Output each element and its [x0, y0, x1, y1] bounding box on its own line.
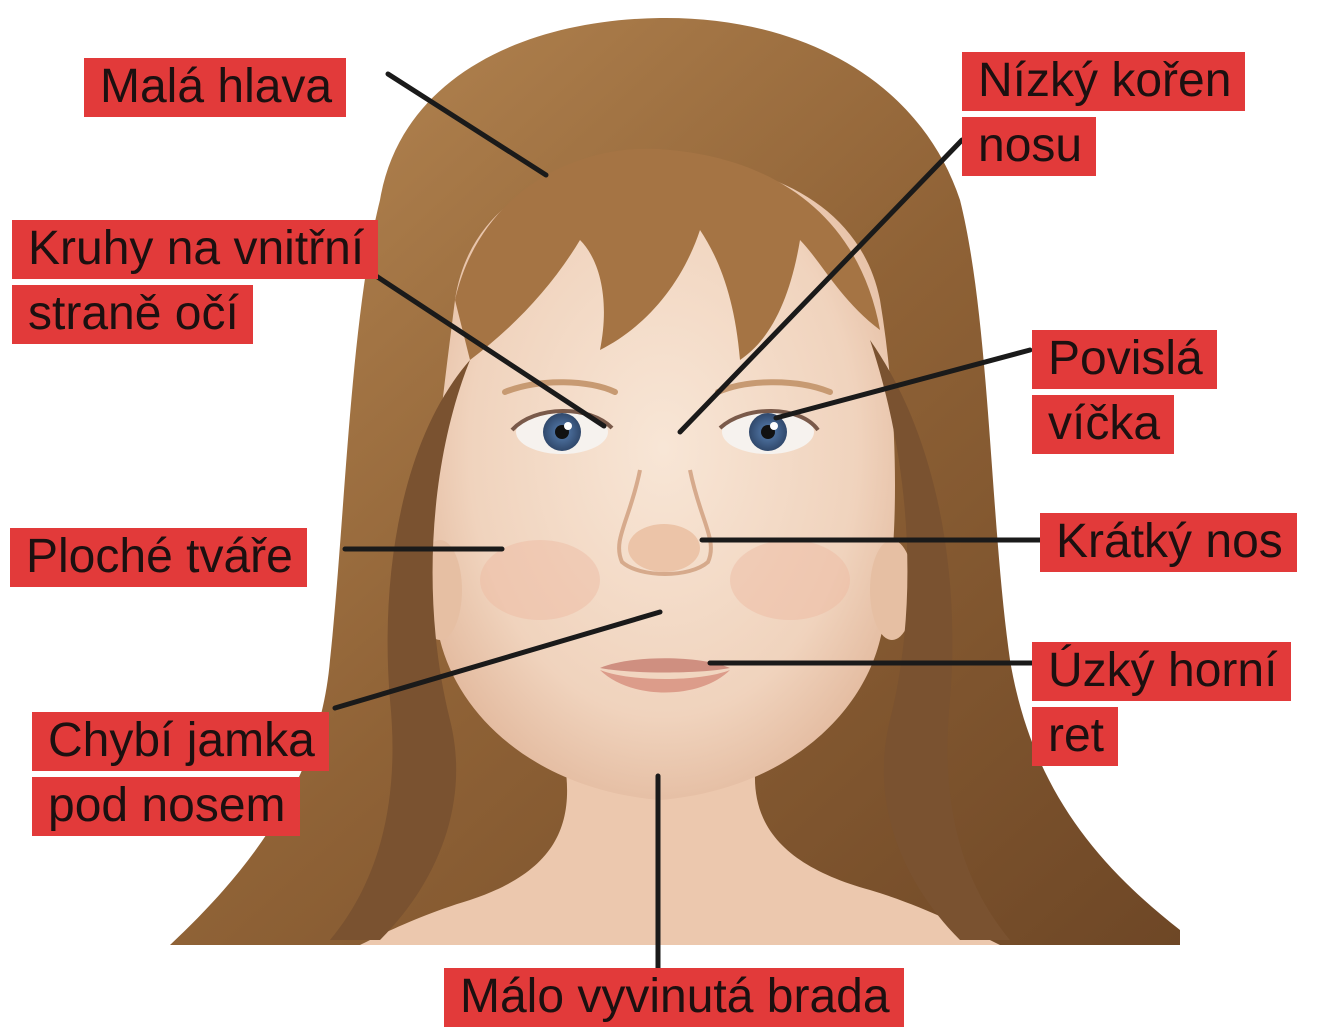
label-kruhy-na-vnitrni-strane-oci: Kruhy na vnitřní straně očí: [12, 220, 378, 350]
label-line: víčka: [1032, 395, 1174, 454]
label-povisla-vicka: Povislá víčka: [1032, 330, 1217, 460]
label-line: Málo vyvinutá brada: [444, 968, 904, 1027]
nose-tip: [628, 524, 700, 572]
label-line: Úzký horní: [1032, 642, 1291, 701]
label-nizky-koren-nosu: Nízký kořen nosu: [962, 52, 1245, 182]
left-cheek: [480, 540, 600, 620]
label-ploche-tvare: Ploché tváře: [10, 528, 307, 593]
label-uzky-horni-ret: Úzký horní ret: [1032, 642, 1291, 772]
label-line: Krátký nos: [1040, 513, 1297, 572]
label-line: straně očí: [12, 285, 253, 344]
left-eye-highlight: [564, 422, 572, 430]
label-chybi-jamka-pod-nosem: Chybí jamka pod nosem: [32, 712, 329, 842]
right-cheek: [730, 540, 850, 620]
label-line: Ploché tváře: [10, 528, 307, 587]
label-line: ret: [1032, 707, 1118, 766]
label-line: pod nosem: [32, 777, 300, 836]
label-line: Nízký kořen: [962, 52, 1245, 111]
label-kratky-nos: Krátký nos: [1040, 513, 1297, 578]
label-mala-hlava: Malá hlava: [84, 58, 346, 123]
label-line: Kruhy na vnitřní: [12, 220, 378, 279]
label-line: Malá hlava: [84, 58, 346, 117]
right-eye-highlight: [770, 422, 778, 430]
label-malo-vyvinuta-brada: Málo vyvinutá brada: [444, 968, 904, 1033]
label-line: Povislá: [1032, 330, 1217, 389]
label-line: nosu: [962, 117, 1096, 176]
label-line: Chybí jamka: [32, 712, 329, 771]
